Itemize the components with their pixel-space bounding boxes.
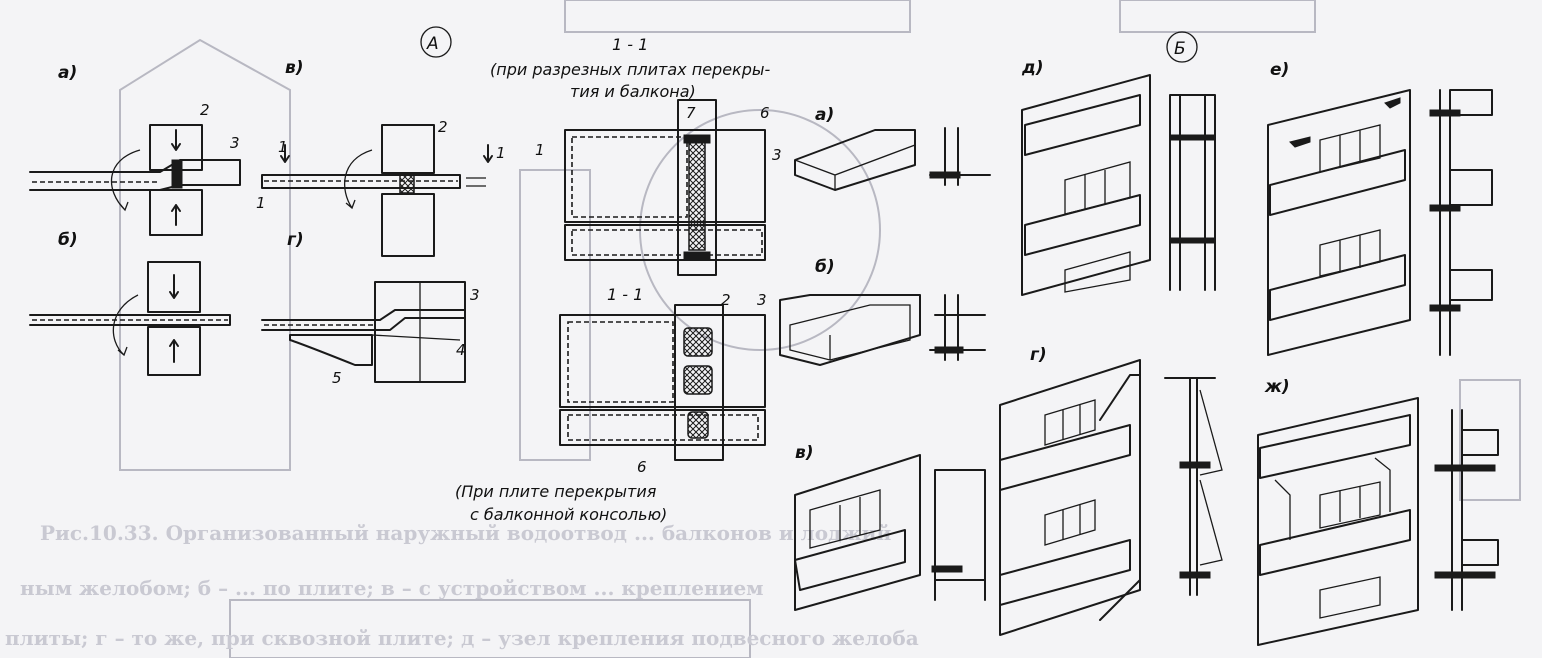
bleed-through-background: Рис.10.33. Организованный наружный водоо… [5,0,1521,658]
detail-v-joint: в) 1 1 1 2 [256,58,506,257]
number-2-v: 2 [438,118,448,136]
number-6-bottom: 6 [637,458,647,476]
section-title-bottom: 1 - 1 [607,285,643,304]
label-b: б) [58,230,78,250]
number-1-right: 1 [496,144,506,162]
facade-e: е) [1267,60,1493,356]
section-1-1-console: 1 - 1 2 3 6 (При плите перекрытия с балк… [455,285,767,524]
label-zh: ж) [1264,377,1290,397]
label-d: д) [1021,58,1044,78]
detail-g-joint: г) 3 4 5 [261,230,480,387]
caption-top-line1: (при разрезных плитах перекры- [490,60,770,79]
label-balcony-v: в) [795,443,814,463]
balcony-a: а) [794,105,991,191]
caption-bottom-line2: с балконной консолью) [470,505,667,524]
marker-a: А [420,26,452,58]
number-6-top: 6 [760,104,770,122]
label-balcony-a: а) [815,105,834,125]
marker-a-text: А [426,34,439,54]
label-a: а) [58,63,77,83]
facade-d: д) [1021,58,1216,296]
label-v: в) [285,58,304,78]
label-g: г) [287,230,304,250]
label-g-facade: г) [1030,345,1047,365]
facade-g: г) [999,345,1223,636]
caption-bottom-line1: (При плите перекрытия [455,482,657,501]
svg-text:Рис.10.33. Организованный нару: Рис.10.33. Организованный наружный водоо… [40,521,891,545]
label-balcony-b: б) [815,257,835,277]
number-2: 2 [200,101,210,119]
facade-zh: ж) [1257,377,1499,646]
number-3-s: 3 [772,146,782,164]
number-1-s: 1 [535,141,545,159]
number-4: 4 [456,341,466,359]
number-3: 3 [230,134,240,152]
svg-text:ным желобом; б – ... по плите;: ным желобом; б – ... по плите; в – с уст… [20,576,764,600]
number-5: 5 [332,369,342,387]
section-1-1-split: 1 - 1 (при разрезных плитах перекры- тия… [490,35,782,276]
number-3-g: 3 [470,286,480,304]
caption-top-line2: тия и балкона) [570,82,696,101]
svg-text:плиты; г – то же, при сквозной: плиты; г – то же, при сквозной плите; д … [5,626,919,650]
number-2-s: 2 [721,291,731,309]
detail-a-joint: а) 2 3 [29,63,241,236]
balcony-b: б) [779,257,986,366]
number-7: 7 [686,104,696,122]
section-title-top: 1 - 1 [612,35,648,54]
label-e: е) [1270,60,1289,80]
number-1-left: 1 [278,138,288,156]
number-1-bottom: 1 [256,194,266,212]
marker-b-text: Б [1174,39,1186,59]
marker-b: Б [1166,31,1198,63]
number-3-s2: 3 [757,291,767,309]
detail-b-joint: б) [29,230,231,376]
balcony-v: в) [794,443,986,611]
